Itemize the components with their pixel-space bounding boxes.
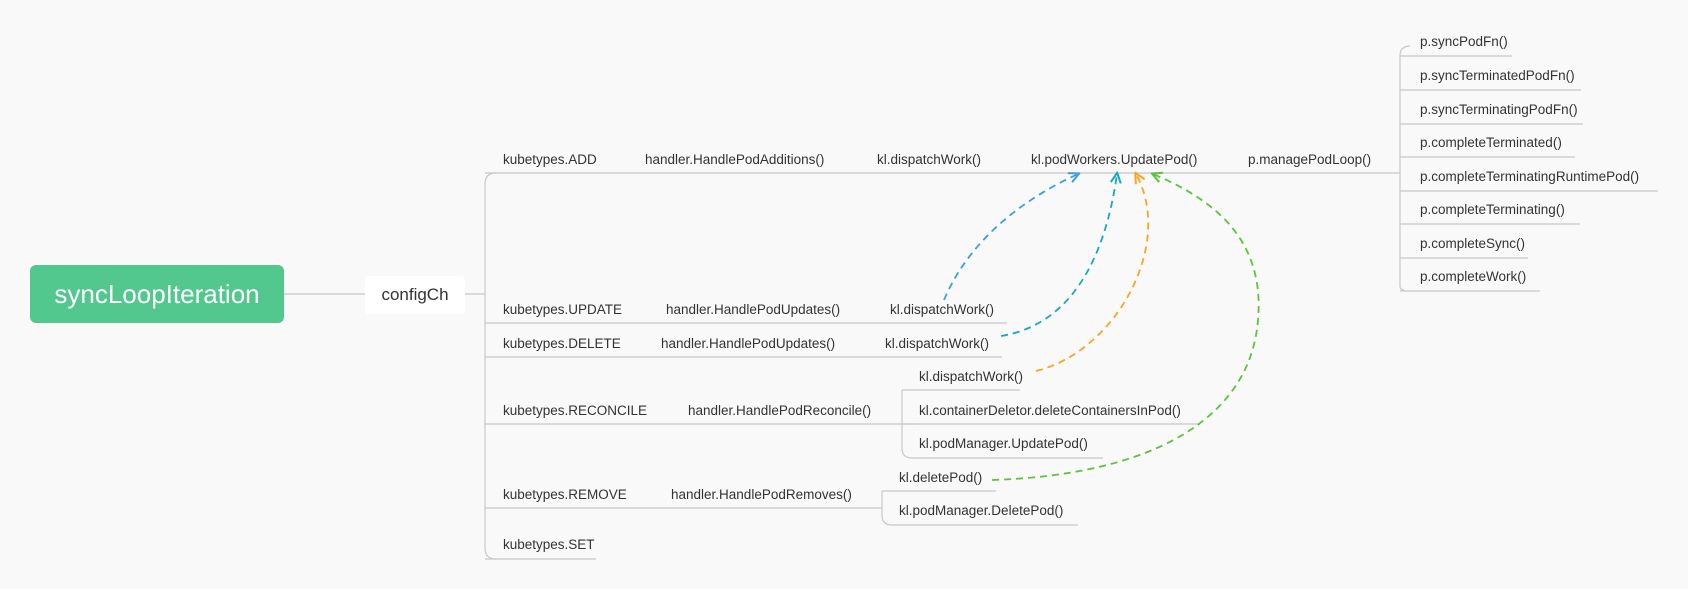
dashed-arrow-orange (1035, 174, 1150, 372)
loop-item-node[interactable]: p.completeTerminated() (1420, 135, 1562, 150)
delete-pod-node[interactable]: kl.deletePod() (899, 470, 983, 485)
handler-node-remove[interactable]: handler.HandlePodRemoves() (671, 487, 852, 502)
dashed-arrow-blue (943, 174, 1078, 301)
loop-item-node[interactable]: p.completeTerminatingRuntimePod() (1420, 169, 1640, 184)
loop-item-node[interactable]: p.syncPodFn() (1420, 34, 1508, 49)
manage-pod-loop-node[interactable]: p.managePodLoop() (1248, 152, 1372, 167)
connector-line (1399, 173, 1405, 291)
connector-line (901, 390, 1103, 459)
loop-item-node[interactable]: p.completeWork() (1420, 269, 1527, 284)
handler-node-reconcile[interactable]: handler.HandlePodReconcile() (688, 403, 872, 418)
handler-node-add[interactable]: handler.HandlePodAdditions() (645, 152, 825, 167)
root-node[interactable]: syncLoopIteration (30, 265, 284, 323)
event-node-delete[interactable]: kubetypes.DELETE (503, 336, 621, 351)
dashed-arrow-green (991, 174, 1260, 481)
dispatch-node-add[interactable]: kl.dispatchWork() (877, 152, 982, 167)
dispatch-node-delete[interactable]: kl.dispatchWork() (885, 336, 990, 351)
event-node-update[interactable]: kubetypes.UPDATE (503, 302, 623, 317)
event-node-remove[interactable]: kubetypes.REMOVE (503, 487, 627, 502)
pod-manager-update-node[interactable]: kl.podManager.UpdatePod() (919, 436, 1088, 451)
handler-node-delete[interactable]: handler.HandlePodUpdates() (661, 336, 836, 351)
delete-containers-node[interactable]: kl.containerDeletor.deleteContainersInPo… (919, 403, 1181, 418)
loop-item-node[interactable]: p.syncTerminatedPodFn() (1420, 68, 1575, 83)
dispatch-node-update[interactable]: kl.dispatchWork() (890, 302, 995, 317)
dispatch-node-reconcile[interactable]: kl.dispatchWork() (919, 369, 1024, 384)
branch-node-configch[interactable]: configCh (365, 276, 465, 314)
connector-line (1399, 45, 1411, 173)
update-pod-node[interactable]: kl.podWorkers.UpdatePod() (1031, 152, 1198, 167)
handler-node-update[interactable]: handler.HandlePodUpdates() (666, 302, 841, 317)
loop-item-node[interactable]: p.completeTerminating() (1420, 202, 1565, 217)
loop-item-node[interactable]: p.syncTerminatingPodFn() (1420, 102, 1578, 117)
connector-line (881, 491, 1078, 526)
dashed-arrow-teal (1000, 174, 1117, 337)
pod-manager-delete-node[interactable]: kl.podManager.DeletePod() (899, 503, 1064, 518)
loop-item-node[interactable]: p.completeSync() (1420, 236, 1526, 251)
event-node-set[interactable]: kubetypes.SET (503, 537, 595, 552)
connector-line (484, 172, 497, 560)
event-node-reconcile[interactable]: kubetypes.RECONCILE (503, 403, 648, 418)
event-node-add[interactable]: kubetypes.ADD (503, 152, 597, 167)
